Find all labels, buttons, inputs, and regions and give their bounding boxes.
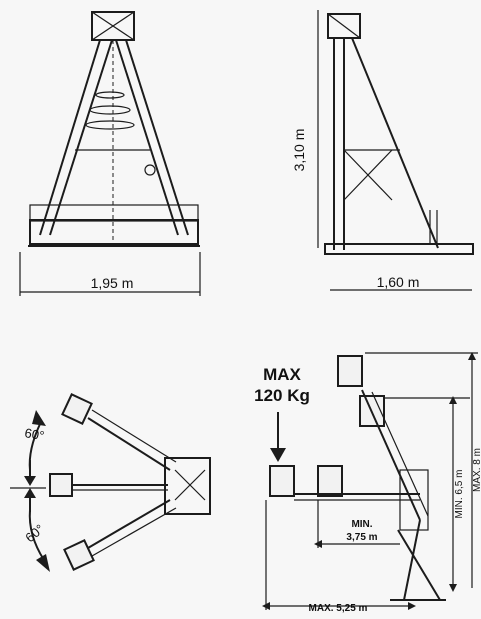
max-reach-label: MAX. 5,25 m	[309, 603, 368, 614]
rotation-view: 60° 60°	[10, 393, 211, 572]
basket-near	[317, 465, 343, 497]
rotation-base-unit	[164, 457, 211, 515]
side-height-label: 3,10 m	[291, 129, 307, 172]
basket-middle	[49, 473, 73, 497]
basket-top	[61, 393, 93, 425]
side-length-label: 1,60 m	[377, 274, 420, 290]
rotation-bottom-angle-label: 60°	[22, 521, 47, 545]
front-view: 1,95 m	[19, 11, 201, 296]
min-reach-line2: 3,75 m	[346, 532, 377, 543]
max-load-line1: MAX	[263, 365, 301, 384]
min-reach-line1: MIN.	[351, 519, 372, 530]
rotation-top-angle-label: 60°	[23, 425, 45, 443]
side-view: 3,10 m 1,60 m	[291, 10, 474, 291]
max-height-label: MAX. 8 m	[472, 448, 481, 492]
basket-highest	[337, 355, 363, 387]
front-left-leg	[49, 39, 113, 236]
reach-view: MAX 120 Kg MIN. 6,5 m MAX. 8 m MIN. 3,75…	[254, 352, 481, 614]
front-right-leg	[115, 39, 179, 236]
basket-far	[269, 465, 295, 497]
basket-bottom	[63, 539, 95, 571]
side-strut	[351, 37, 439, 249]
reach-base	[397, 529, 441, 601]
min-height-label: MIN. 6,5 m	[454, 470, 465, 519]
side-base	[324, 243, 474, 255]
front-width-label: 1,95 m	[91, 275, 134, 291]
max-load-line2: 120 Kg	[254, 386, 310, 405]
